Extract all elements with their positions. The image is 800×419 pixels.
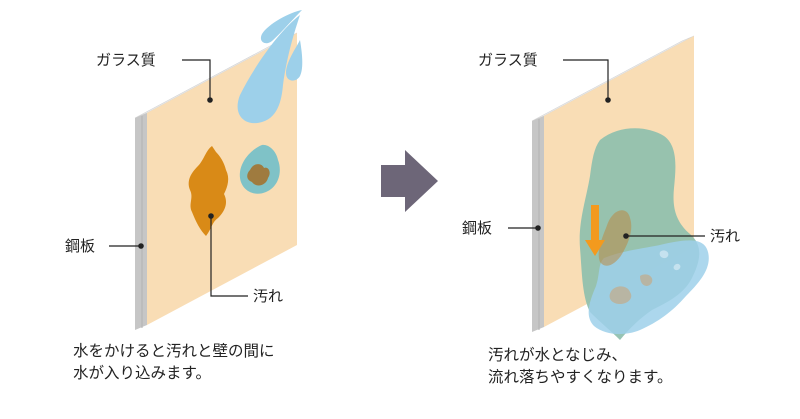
left-water-drop-top	[260, 10, 302, 44]
right-caption-line-2: 流れ落ちやすくなります。	[488, 368, 673, 386]
flow-down-arrow	[585, 205, 605, 256]
transition-arrow	[381, 150, 438, 212]
left-dirt-blob	[188, 146, 229, 236]
left-caption-line-1: 水をかけると汚れと壁の間に	[73, 342, 275, 360]
left-droplet-dirt	[247, 164, 270, 186]
right-label-steel: 鋼板	[462, 219, 493, 237]
left-caption-line-2: 水が入り込みます。	[73, 364, 211, 382]
right-dirt-leader-dot	[623, 233, 629, 239]
right-label-dirt: 汚れ	[710, 227, 741, 245]
right-glass-leader-dot	[605, 97, 611, 103]
right-dirt-fragments	[609, 274, 653, 304]
left-glass-leader	[182, 59, 211, 100]
left-label-steel: 鋼板	[65, 237, 96, 255]
left-panel-illustration	[134, 10, 303, 330]
left-steel-leader-dot	[138, 243, 144, 249]
left-label-dirt: 汚れ	[253, 287, 284, 305]
right-steel-side	[532, 116, 544, 332]
right-water-bubbles	[659, 250, 681, 271]
left-leader-lines	[109, 59, 248, 297]
right-label-glass: ガラス質	[478, 51, 538, 69]
left-water-drop-small	[286, 40, 303, 81]
right-caption-line-1: 汚れが水となじみ、	[488, 346, 628, 364]
right-dirt-dissolving	[598, 210, 632, 266]
left-steel-side	[135, 113, 147, 330]
left-dirt-leader	[210, 216, 248, 297]
right-leader-lines	[508, 59, 705, 239]
left-water-drop-large	[237, 15, 300, 124]
left-dirt-leader-dot	[208, 213, 214, 219]
right-water-runoff	[588, 240, 709, 335]
right-glass-leader	[563, 59, 609, 100]
right-steel-leader-dot	[535, 225, 541, 231]
left-glass-leader-dot	[207, 97, 213, 103]
left-label-glass: ガラス質	[96, 51, 156, 69]
right-panel-illustration	[531, 35, 709, 340]
